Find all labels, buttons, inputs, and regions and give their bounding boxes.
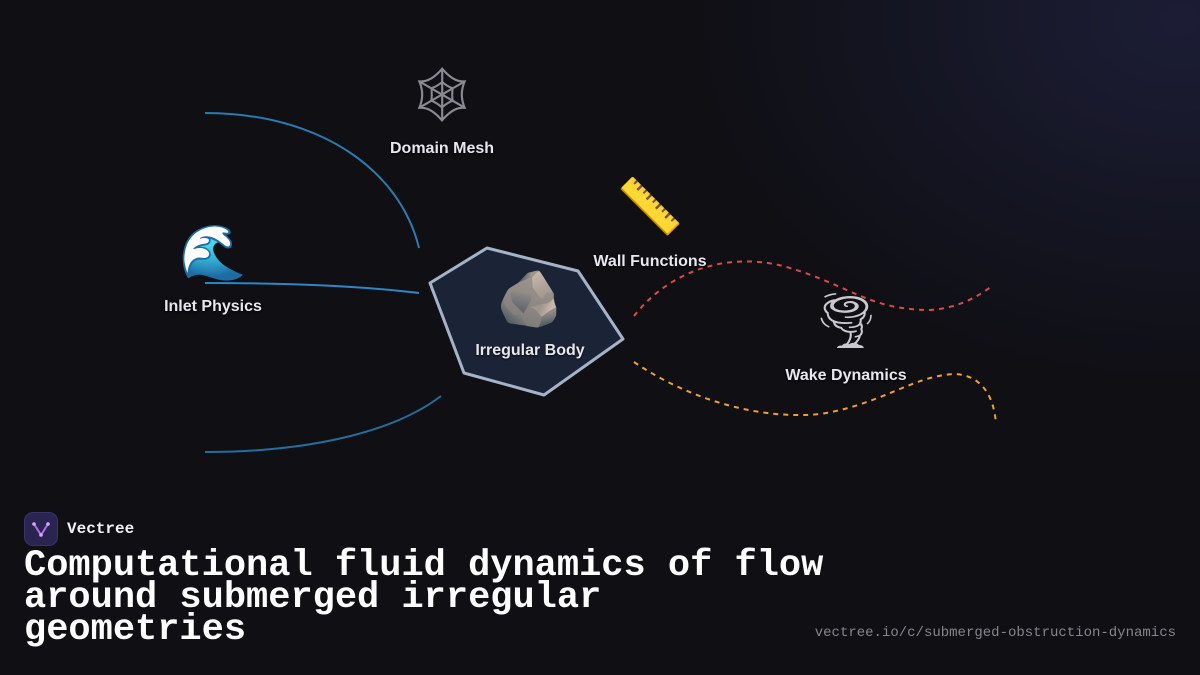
inlet-streamline-top	[204, 112, 420, 249]
brand[interactable]: Vectree	[24, 512, 134, 546]
node-wall-functions[interactable]: 📏 Wall Functions	[593, 176, 706, 271]
node-inlet-physics[interactable]: 🌊 Inlet Physics	[164, 222, 262, 316]
wave-icon: 🌊	[179, 223, 247, 283]
node-label-wall-functions: Wall Functions	[593, 253, 707, 270]
node-label-domain-mesh: Domain Mesh	[389, 140, 495, 157]
node-label-irregular-body: Irregular Body	[475, 342, 585, 359]
node-label-wake-dynamics: Wake Dynamics	[785, 367, 907, 384]
node-domain-mesh[interactable]: 🕸 Domain Mesh	[390, 64, 494, 158]
inlet-streamline-bottom	[204, 395, 442, 453]
tornado-icon: 🌪	[811, 291, 881, 351]
ruler-icon: 📏	[616, 177, 684, 237]
rock-icon: 🪨	[496, 269, 564, 329]
page-title: Computational fluid dynamics of flow aro…	[24, 545, 824, 651]
source-url[interactable]: vectree.io/c/submerged-obstruction-dynam…	[814, 625, 1176, 641]
spider-web-icon: 🕸	[407, 65, 477, 125]
wall-function-trail	[633, 260, 993, 317]
vectree-logo-icon	[24, 512, 58, 546]
node-irregular-body[interactable]: 🪨 Irregular Body	[475, 268, 584, 360]
brand-name: Vectree	[67, 520, 135, 538]
irregular-body-shape	[428, 246, 625, 397]
node-wake-dynamics[interactable]: 🌪 Wake Dynamics	[785, 290, 906, 385]
inlet-streamline-middle	[204, 282, 420, 294]
node-label-inlet-physics: Inlet Physics	[164, 298, 262, 315]
